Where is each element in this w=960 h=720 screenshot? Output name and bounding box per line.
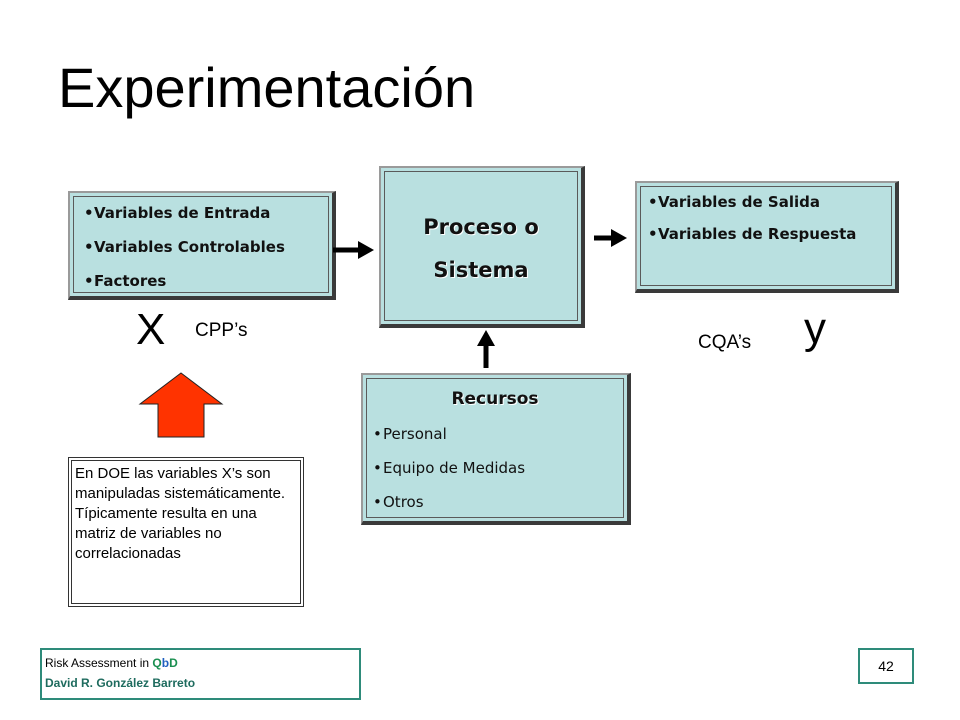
up-arrow-icon (138, 372, 224, 438)
resources-heading: Recursos (451, 389, 539, 409)
x-label: X (136, 305, 166, 354)
output-variables-list: Variables de Salida Variables de Respues… (648, 193, 856, 257)
process-label-line1: Proceso o (423, 215, 539, 239)
process-label-line2: Sistema (433, 258, 529, 282)
slide-title: Experimentación (58, 56, 476, 119)
list-item: Equipo de Medidas (373, 459, 525, 493)
cqas-label: CQA’s (698, 332, 752, 353)
doe-note-text: En DOE las variables X’s son manipuladas… (75, 465, 286, 562)
list-item: Otros (373, 493, 525, 527)
input-to-process-arrow (333, 241, 374, 259)
list-item: Variables de Respuesta (648, 225, 856, 257)
resources-list: Personal Equipo de Medidas Otros (373, 425, 525, 527)
resources-to-process-arrow (477, 330, 495, 368)
cpps-label: CPP’s (195, 320, 248, 341)
page-number: 42 (858, 648, 914, 684)
list-item: Variables de Entrada (84, 204, 285, 238)
list-item: Factores (84, 272, 285, 306)
y-label: y (804, 304, 826, 353)
input-variables-list: Variables de Entrada Variables Controlab… (84, 204, 285, 306)
list-item: Variables de Salida (648, 193, 856, 225)
footer-credit: Risk Assessment in QbD David R. González… (40, 648, 361, 700)
output-variables-box: Variables de Salida Variables de Respues… (635, 181, 899, 293)
process-to-output-arrow (594, 229, 627, 247)
input-variables-box: Variables de Entrada Variables Controlab… (68, 191, 336, 300)
doe-note-box: En DOE las variables X’s son manipuladas… (68, 457, 304, 607)
footer-author: David R. González Barreto (45, 676, 196, 690)
footer-course-title: Risk Assessment in QbD (45, 656, 178, 670)
resources-box: Recursos Personal Equipo de Medidas Otro… (361, 373, 631, 525)
list-item: Variables Controlables (84, 238, 285, 272)
process-box: Proceso o Sistema (379, 166, 585, 328)
list-item: Personal (373, 425, 525, 459)
